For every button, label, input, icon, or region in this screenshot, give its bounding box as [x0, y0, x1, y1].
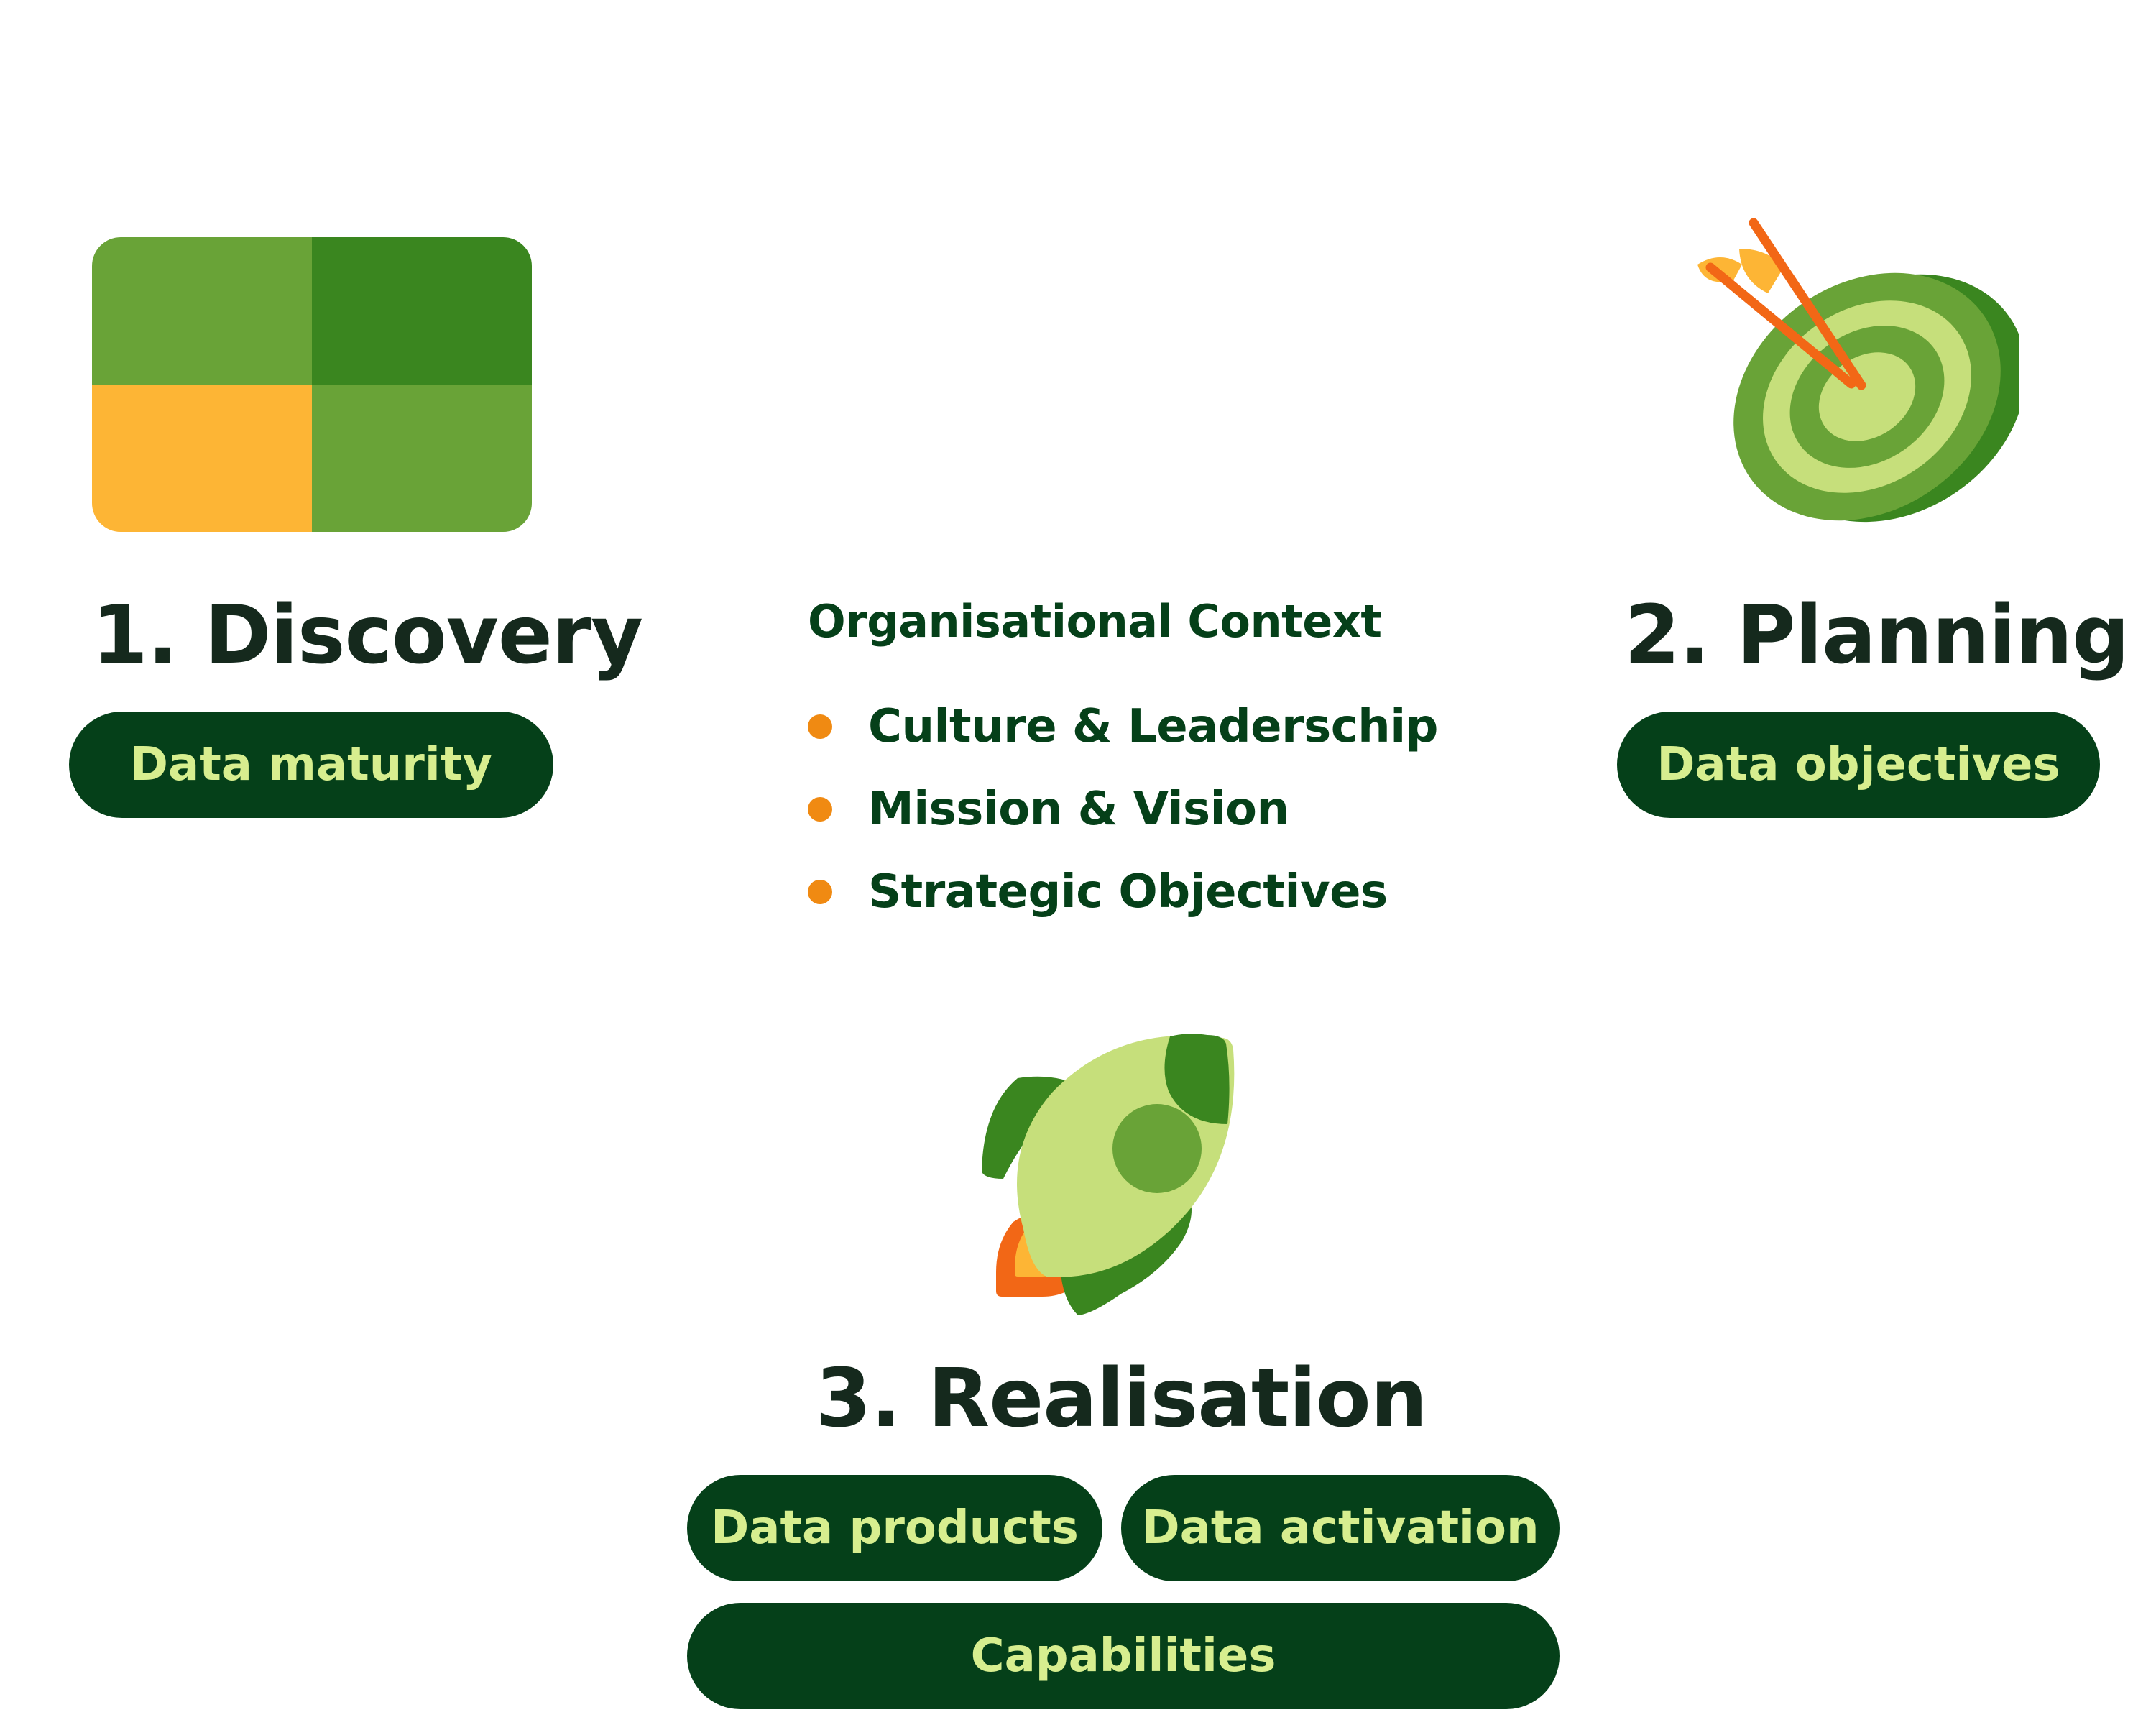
planning-title: 2. Planning [1624, 589, 2129, 682]
context-item-label: Mission & Vision [868, 783, 1289, 836]
grid-icon [92, 237, 532, 532]
context-item: Culture & Leaderschip [808, 694, 1438, 759]
context-item-label: Culture & Leaderschip [868, 700, 1438, 753]
bullet-dot [808, 880, 832, 904]
rocket-icon [982, 1034, 1235, 1315]
realisation-title: 3. Realisation [815, 1352, 1428, 1445]
context-item-label: Strategic Objectives [868, 865, 1388, 919]
target-icon [1697, 218, 2019, 523]
tag-data-objectives: Data objectives [1617, 712, 2100, 818]
context-item: Mission & Vision [808, 777, 1289, 842]
tag-data-products: Data products [687, 1475, 1102, 1581]
tag-data-maturity: Data maturity [69, 712, 553, 818]
context-title: Organisational Context [808, 595, 1382, 648]
discovery-title: 1. Discovery [92, 589, 643, 682]
tag-data-activation: Data activation [1121, 1475, 1560, 1581]
tag-capabilities: Capabilities [687, 1603, 1560, 1709]
bullet-dot [808, 797, 832, 822]
context-item: Strategic Objectives [808, 860, 1388, 924]
bullet-dot [808, 714, 832, 739]
